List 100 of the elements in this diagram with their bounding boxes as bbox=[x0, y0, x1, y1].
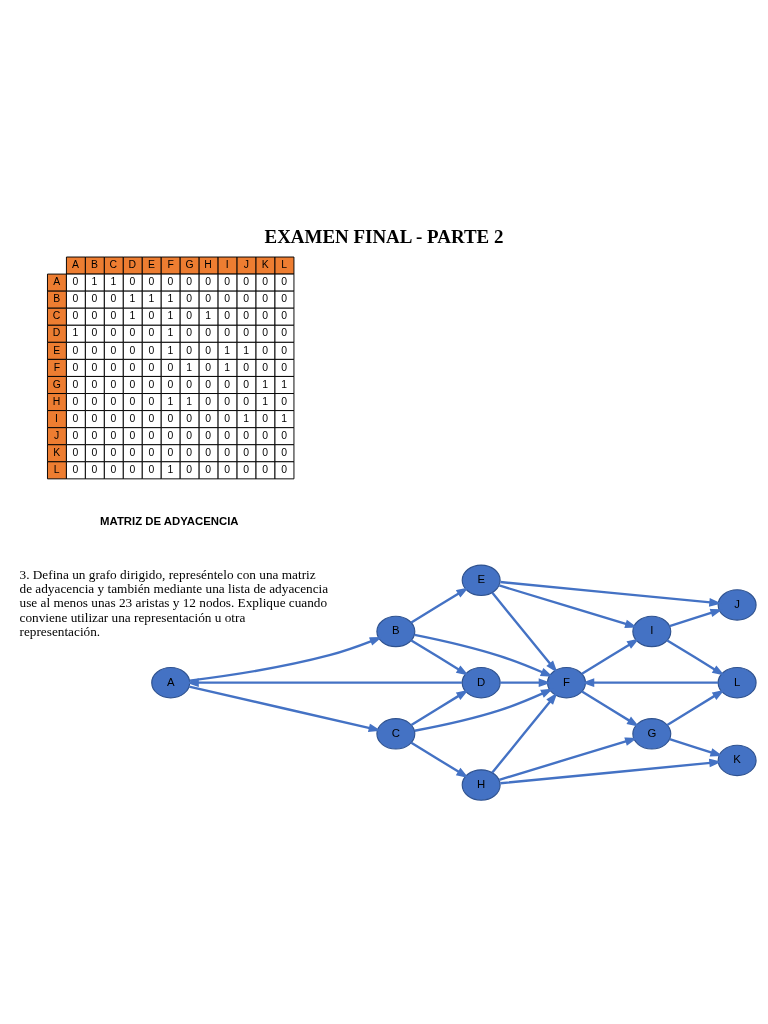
label: 0 bbox=[205, 463, 212, 475]
label: G bbox=[52, 378, 61, 390]
label: 0 bbox=[110, 309, 117, 321]
label: H bbox=[52, 395, 61, 407]
label: 0 bbox=[224, 429, 231, 441]
label: 0 bbox=[243, 446, 250, 458]
label: 0 bbox=[129, 446, 136, 458]
label: 0 bbox=[224, 275, 231, 287]
label: I bbox=[225, 258, 229, 270]
label: K bbox=[53, 446, 61, 458]
label: MATRIZ DE ADYACENCIA bbox=[100, 514, 239, 527]
label: C bbox=[109, 258, 118, 270]
label: 0 bbox=[148, 309, 155, 321]
label: 0 bbox=[148, 446, 155, 458]
label: 1 bbox=[129, 292, 136, 304]
label: D bbox=[128, 258, 137, 270]
label: 0 bbox=[205, 326, 212, 338]
label: 0 bbox=[129, 429, 136, 441]
label: 0 bbox=[72, 344, 79, 356]
label: 0 bbox=[205, 378, 212, 390]
label: 1 bbox=[224, 344, 231, 356]
label: 0 bbox=[262, 275, 268, 287]
label: 0 bbox=[281, 395, 287, 407]
label: 0 bbox=[224, 412, 231, 424]
diagram-title: EXAMEN FINAL - PARTE 2 bbox=[264, 225, 504, 247]
label: 0 bbox=[91, 326, 98, 338]
label: 0 bbox=[186, 446, 193, 458]
label: 1 bbox=[186, 361, 193, 373]
label: 0 bbox=[186, 412, 193, 424]
label: 0 bbox=[262, 292, 268, 304]
label: 1 bbox=[167, 292, 174, 304]
label: B bbox=[91, 258, 99, 270]
label: 0 bbox=[186, 309, 193, 321]
label: 0 bbox=[186, 344, 193, 356]
label: H bbox=[204, 258, 212, 270]
label: 0 bbox=[281, 361, 287, 373]
label: 0 bbox=[262, 361, 268, 373]
label: 0 bbox=[186, 429, 193, 441]
label: 0 bbox=[243, 275, 250, 287]
label: 1 bbox=[281, 412, 287, 424]
label: 0 bbox=[148, 361, 155, 373]
label: 0 bbox=[205, 344, 212, 356]
label: B bbox=[53, 292, 61, 304]
label: 1 bbox=[167, 309, 174, 321]
label: 0 bbox=[262, 412, 268, 424]
label: 0 bbox=[167, 412, 174, 424]
label: E bbox=[53, 344, 61, 356]
label: 0 bbox=[224, 292, 231, 304]
label: 0 bbox=[91, 395, 98, 407]
label: 1 bbox=[186, 395, 193, 407]
label: 0 bbox=[224, 446, 231, 458]
label: 0 bbox=[129, 463, 136, 475]
label: L bbox=[281, 258, 287, 270]
label: 0 bbox=[186, 326, 193, 338]
label: 0 bbox=[91, 412, 98, 424]
label: 0 bbox=[110, 395, 117, 407]
label: E bbox=[147, 258, 155, 270]
label: 0 bbox=[110, 412, 117, 424]
label: 1 bbox=[243, 412, 250, 424]
label: K bbox=[261, 258, 269, 270]
label: 0 bbox=[148, 378, 155, 390]
label: 3. Defina un grafo dirigido, represéntelo con una matriz de adyacencia y también mediante una lista de adyacencia use al menos unas 23 aristas y 12 nodos. Explique cuando conviene utilizar una representación u otra representación. bbox=[19, 566, 329, 639]
label: 0 bbox=[262, 429, 268, 441]
label: 0 bbox=[72, 361, 79, 373]
label: 0 bbox=[148, 326, 155, 338]
label: J bbox=[243, 258, 249, 270]
label: 0 bbox=[224, 463, 231, 475]
label: 0 bbox=[110, 361, 117, 373]
label: 0 bbox=[281, 275, 287, 287]
label: 0 bbox=[91, 378, 98, 390]
label: 0 bbox=[243, 309, 250, 321]
label: 0 bbox=[72, 378, 79, 390]
label: 0 bbox=[186, 463, 193, 475]
label: 0 bbox=[91, 463, 98, 475]
label: 0 bbox=[281, 446, 287, 458]
label: 0 bbox=[110, 446, 117, 458]
label: 0 bbox=[91, 344, 98, 356]
label: I bbox=[55, 412, 58, 424]
label: C bbox=[52, 309, 61, 321]
label: 1 bbox=[281, 378, 287, 390]
label: 0 bbox=[281, 429, 287, 441]
label: 0 bbox=[243, 429, 250, 441]
label: 0 bbox=[243, 378, 250, 390]
label: 0 bbox=[91, 429, 98, 441]
label: 0 bbox=[205, 446, 212, 458]
label: 0 bbox=[72, 309, 79, 321]
label: 0 bbox=[167, 275, 174, 287]
label: 0 bbox=[72, 412, 79, 424]
label: 0 bbox=[167, 446, 174, 458]
label: 1 bbox=[167, 326, 174, 338]
label: 0 bbox=[148, 412, 155, 424]
label: 0 bbox=[110, 429, 117, 441]
label: 0 bbox=[129, 344, 136, 356]
label: 0 bbox=[72, 463, 79, 475]
label: 0 bbox=[167, 429, 174, 441]
label: 0 bbox=[148, 463, 155, 475]
label: 0 bbox=[224, 395, 231, 407]
label: G bbox=[185, 258, 194, 270]
label: A bbox=[53, 275, 61, 287]
label: 0 bbox=[129, 412, 136, 424]
